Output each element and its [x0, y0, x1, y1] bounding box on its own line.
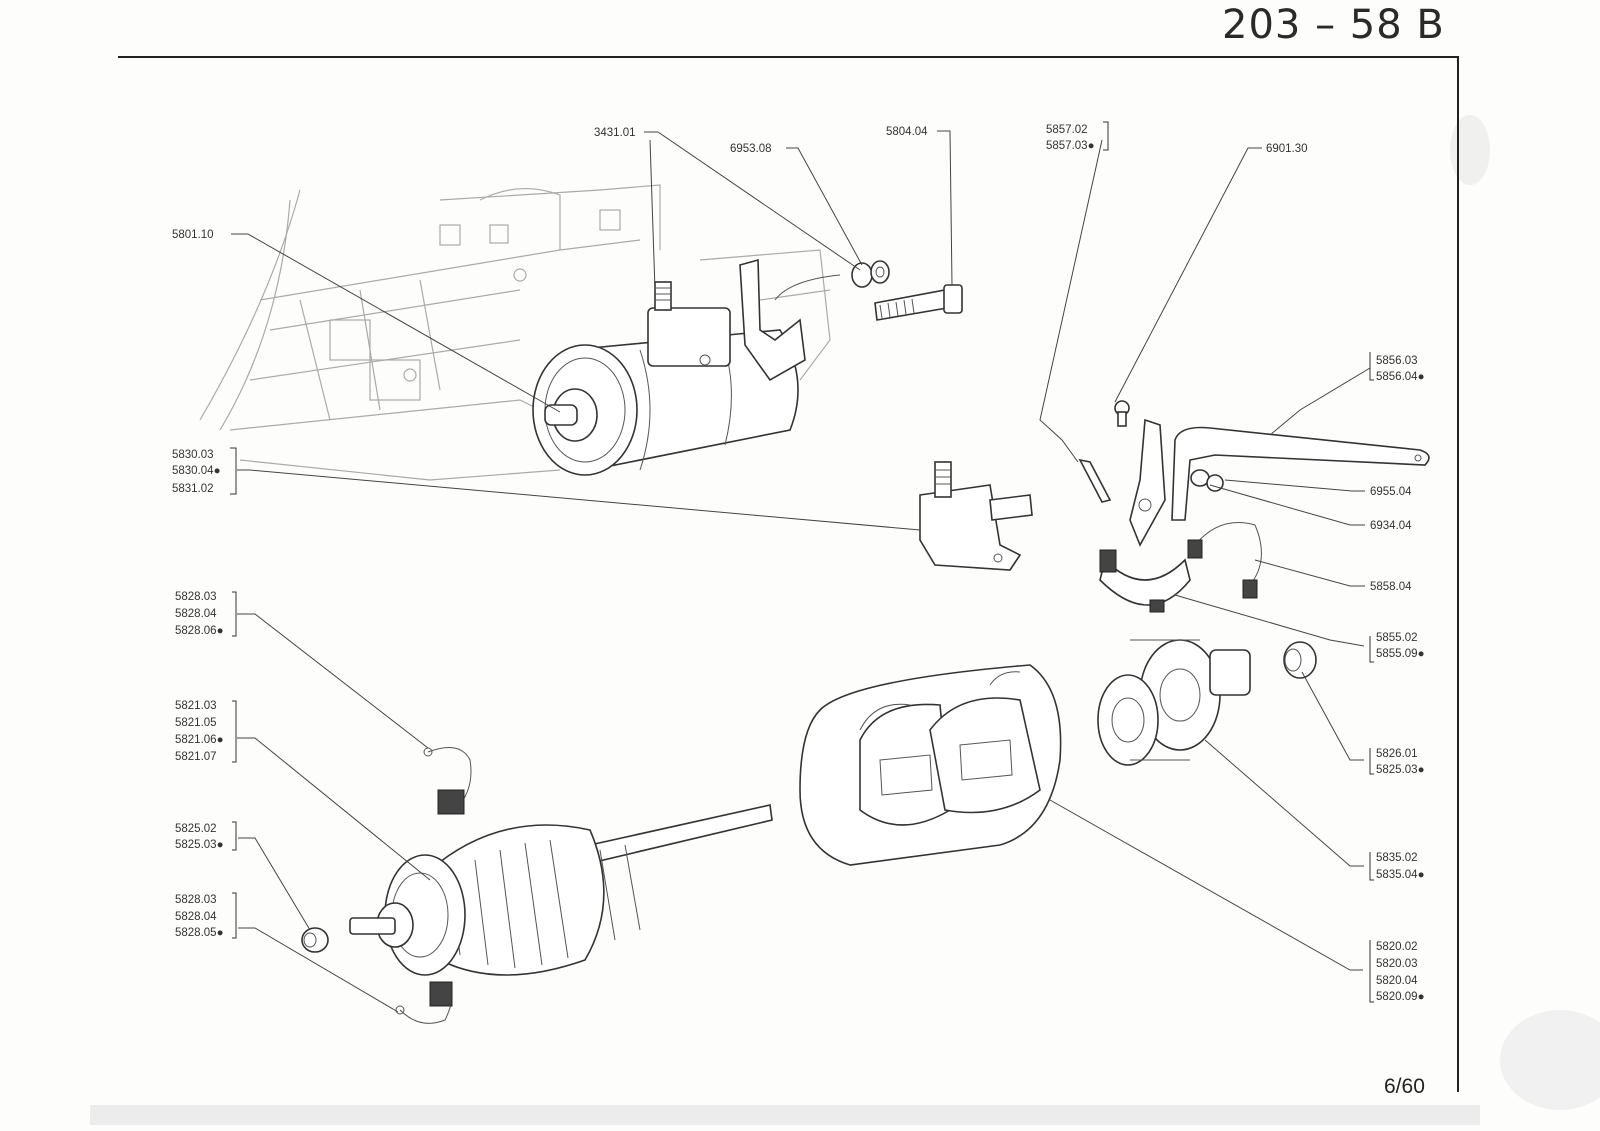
- part-number: 5830.04●: [172, 465, 221, 477]
- part-number: 5855.09●: [1376, 648, 1425, 660]
- fork-lever: [1078, 400, 1430, 613]
- callout-5826: 5826.01 5825.03●: [1376, 748, 1425, 776]
- part-number: 5835.02: [1376, 852, 1418, 864]
- part-number: 5828.03: [175, 591, 217, 603]
- callout-5830: 5830.03 5830.04● 5831.02: [172, 449, 221, 495]
- leader-lines: [231, 130, 1371, 1013]
- callout-5857: 5857.02 5857.03●: [1046, 124, 1095, 152]
- callout-6955: 6955.04: [1370, 486, 1412, 498]
- part-number: 5820.02: [1376, 941, 1418, 953]
- callout-5855: 5855.02 5855.09●: [1376, 632, 1425, 660]
- part-number: 5821.06●: [175, 734, 224, 746]
- solenoid: [919, 461, 1033, 571]
- part-number: 5858.04: [1370, 581, 1412, 593]
- part-number: 5828.05●: [175, 927, 224, 939]
- connecting-wire: [1187, 522, 1262, 599]
- callout-5821: 5821.03 5821.05 5821.06● 5821.07: [175, 700, 224, 763]
- part-number: 5828.03: [175, 894, 217, 906]
- part-number: 5830.03: [172, 449, 214, 461]
- part-number: 5826.01: [1376, 748, 1418, 760]
- part-number: 5820.03: [1376, 958, 1418, 970]
- mounting-bolt: [874, 284, 963, 321]
- group-brackets: [230, 121, 1374, 1003]
- callout-6934: 6934.04: [1370, 520, 1412, 532]
- field-housing: [799, 664, 1062, 866]
- callout-6953: 6953.08: [730, 143, 772, 155]
- part-number: 5857.03●: [1046, 140, 1095, 152]
- brush-holder-bottom: [395, 981, 453, 1024]
- part-number: 6934.04: [1370, 520, 1412, 532]
- page-number: 6/60: [1384, 1075, 1425, 1098]
- part-number: 5825.03●: [175, 839, 224, 851]
- part-number: 5801.10: [172, 229, 214, 241]
- part-number: 3431.01: [594, 127, 636, 139]
- part-number: 6955.04: [1370, 486, 1412, 498]
- part-number: 5821.03: [175, 700, 217, 712]
- nut-washer: [851, 260, 890, 288]
- callout-5828-top: 5828.03 5828.04 5828.06●: [175, 591, 224, 637]
- scan-smudge: [1500, 1010, 1600, 1110]
- bushing-end: [301, 927, 329, 953]
- part-number: 5857.02: [1046, 124, 1088, 136]
- part-number: 5821.07: [175, 751, 217, 763]
- part-number: 5825.03●: [1376, 764, 1425, 776]
- bushing: [1283, 641, 1317, 679]
- starter-motor: [532, 258, 841, 476]
- drive-pinion: [1097, 639, 1251, 766]
- part-number: 5856.04●: [1376, 371, 1425, 383]
- part-number: 5820.09●: [1376, 991, 1425, 1003]
- page-frame: [118, 56, 1459, 1092]
- part-number: 6953.08: [730, 143, 772, 155]
- callout-5801: 5801.10: [172, 229, 214, 241]
- callout-5825-left: 5825.02 5825.03●: [175, 823, 224, 851]
- callout-5828-bottom: 5828.03 5828.04 5828.05●: [175, 894, 224, 939]
- callout-3431: 3431.01: [594, 127, 636, 139]
- scan-smudge: [1450, 115, 1490, 185]
- brush-holder-top: [423, 747, 472, 815]
- part-number: 5828.04: [175, 608, 217, 620]
- part-number: 5804.04: [886, 126, 928, 138]
- part-number: 5828.04: [175, 911, 217, 923]
- callout-5804: 5804.04: [886, 126, 928, 138]
- part-number: 5825.02: [175, 823, 217, 835]
- scan-bottom-shadow: [90, 1105, 1480, 1125]
- part-number: 5856.03: [1376, 355, 1418, 367]
- callout-6901: 6901.30: [1266, 143, 1308, 155]
- part-number: 5831.02: [172, 483, 214, 495]
- part-number: 5821.05: [175, 717, 217, 729]
- armature: [349, 804, 773, 976]
- part-number: 5828.06●: [175, 625, 224, 637]
- part-number: 5835.04●: [1376, 869, 1425, 881]
- part-number: 5855.02: [1376, 632, 1418, 644]
- callout-5820: 5820.02 5820.03 5820.04 5820.09●: [1376, 941, 1425, 1003]
- part-number: 6901.30: [1266, 143, 1308, 155]
- engine-block-sketch: [199, 184, 831, 481]
- page-title: 203 – 58 B: [1222, 2, 1445, 48]
- callout-5856: 5856.03 5856.04●: [1376, 355, 1425, 383]
- callout-5835: 5835.02 5835.04●: [1376, 852, 1425, 881]
- callout-5858: 5858.04: [1370, 581, 1412, 593]
- part-number: 5820.04: [1376, 975, 1418, 987]
